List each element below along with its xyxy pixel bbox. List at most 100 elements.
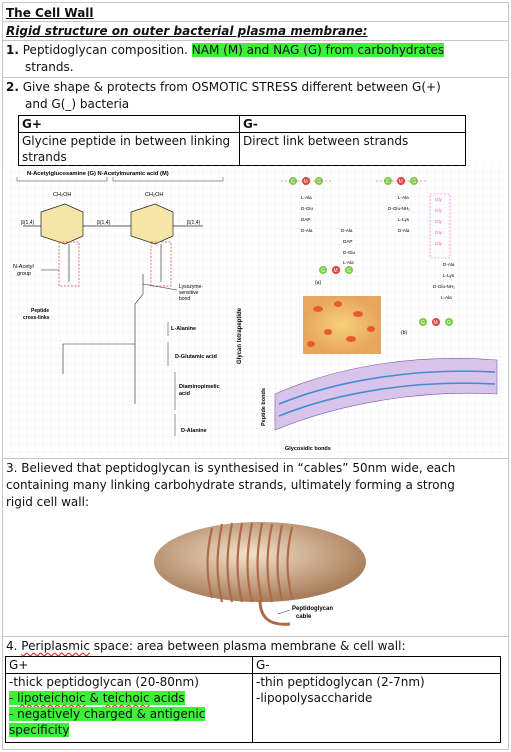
svg-text:G: G (317, 179, 321, 185)
cable-coils (206, 522, 294, 603)
peptidoglycan-cable-diagram: Peptidoglycan cable (154, 522, 366, 626)
chain-a-ala-l: L-Ala (301, 195, 312, 200)
row-divider (2, 77, 509, 78)
gm-chain-a: G M G (281, 177, 331, 185)
chain-c-ala-l: L-Ala (343, 260, 354, 265)
chain-b-glu-nh2: D-Glu-NH₂ (388, 206, 410, 211)
chain-a-ala-d: D-Ala (301, 228, 313, 233)
peptide-bonds-label: Peptide bonds (261, 388, 267, 426)
table2-gpos-line1: -thick peptidoglycan (20-80nm) (9, 675, 199, 689)
gly-2: Gly (435, 208, 443, 213)
table2-header-gneg: G- (252, 656, 501, 674)
table1-cell-gpos: Glycine peptide in between linking stran… (18, 132, 240, 166)
b14-mid: β(1,4) (97, 220, 110, 226)
table2-gneg-line1: -thin peptidoglycan (2-7nm) (256, 675, 425, 689)
table2-cell-gpos: -thick peptidoglycan (20-80nm) - lipotei… (5, 673, 253, 743)
glycan-tetrapeptide-label: Glycan tetrapeptide (237, 307, 243, 364)
svg-text:G: G (421, 320, 425, 326)
peptidoglycan-diagram: N-Acetylglucosamine (G) N-Acetylmuramic … (4, 165, 506, 453)
chain-c-glu-d: D-Glu (343, 250, 355, 255)
point-2-number: 2. (6, 80, 19, 94)
nag-ch2oh: CH₂OH (53, 192, 71, 198)
nam-ch2oh: CH₂OH (145, 192, 163, 198)
chain-b-lys-l: L-Lys (398, 217, 410, 222)
peptidoglycan-sheet (274, 358, 498, 431)
label-a: (a) (315, 280, 321, 286)
point-4-periplasmic: Periplasmic (21, 639, 90, 653)
cable-pointer (277, 609, 291, 615)
cable-label-l1: Peptidoglycan (292, 606, 333, 612)
point-1: 1. Peptidoglycan composition. NAM (M) an… (6, 42, 501, 76)
svg-text:G: G (412, 179, 416, 185)
label-b: (b) (401, 330, 407, 336)
table1-cell-gneg: Direct link between strands (239, 132, 466, 166)
table2-header-gpos: G+ (5, 656, 253, 674)
gm-chain-d: G M G (419, 318, 453, 326)
b14-right: β(1,4) (187, 220, 200, 226)
l-alanine-label: L-Alanine (171, 326, 196, 332)
cross-link-chain (62, 343, 135, 374)
point-1-highlight: NAM (M) and NAG (G) from carbohydrates (191, 43, 445, 57)
gram-table-1: G+ G- Glycine peptide in between linking… (18, 115, 466, 166)
row-divider (2, 636, 509, 637)
gly-5: Gly (435, 241, 443, 246)
lysozyme-label-l2: sensitive (179, 290, 199, 296)
b14-left: β(1,4) (21, 220, 34, 226)
svg-text:G: G (386, 179, 390, 185)
chain-c-dap: DAP (343, 239, 352, 244)
lysozyme-label-l3: bond (179, 296, 190, 302)
point-3-line1: 3. Believed that peptidoglycan is synthe… (6, 461, 456, 475)
point-1-cont: strands. (25, 60, 74, 74)
sheet-strands (278, 370, 496, 417)
nacetyl-label-l2: group (17, 271, 31, 277)
nam-ring (130, 203, 174, 245)
table1-gpos-line2: strands (22, 150, 67, 164)
point-1-text: Peptidoglycan composition. (22, 43, 188, 57)
nacetyl-box-2 (150, 241, 172, 287)
gm-chain-b: G M G (376, 177, 426, 185)
point-3-line3: rigid cell wall: (6, 495, 89, 509)
peptide-label-l1: Peptide (31, 308, 49, 314)
cable-loose-end (258, 599, 291, 626)
point-3: 3. Believed that peptidoglycan is synthe… (6, 460, 501, 511)
diaminopimelic-label-l2: acid (179, 391, 190, 397)
chain-d-ala-d: D-Ala (443, 262, 455, 267)
d-glutamic-label: D-Glutamic acid (175, 354, 217, 360)
diagram-header: N-Acetylglucosamine (G) N-Acetylmuramic … (27, 171, 169, 177)
table2-gneg-line2: -lipopolysaccharide (256, 691, 373, 705)
lysozyme-label-l1: Lysozyme- (179, 284, 203, 290)
peptide-label-l2: cross-links (23, 315, 50, 321)
table2-gpos-line3: - negatively charged & antigenic (9, 707, 206, 721)
chain-a-glu-d: D-Glu (301, 206, 313, 211)
chain-d-glu-nh2: D-Glu-NH₂ (433, 284, 455, 289)
chain-c-ala-d: D-Ala (341, 228, 353, 233)
header-brackets (16, 177, 224, 182)
point-1-number: 1. (6, 43, 19, 57)
row-divider (2, 21, 509, 22)
table2-gpos-line4: specificity (9, 723, 70, 737)
point-2-line1: Give shape & protects from OSMOTIC STRES… (22, 80, 441, 94)
chain-d-lys-l: L-Lys (443, 273, 455, 278)
cell-body (154, 522, 366, 602)
point-2: 2. Give shape & protects from OSMOTIC ST… (6, 79, 501, 113)
svg-text:M: M (304, 179, 308, 185)
svg-text:M: M (434, 320, 438, 326)
gly-1: Gly (435, 197, 443, 202)
chain-b-ala-d: D-Ala (398, 228, 410, 233)
cable-label-l2: cable (296, 614, 312, 620)
table2-gpos-line2: - lipoteichoic & teichoic acids (9, 691, 185, 705)
svg-text:G: G (291, 179, 295, 185)
nacetyl-box-1 (58, 241, 80, 287)
micrograph-cells (307, 301, 375, 347)
gram-table-2: G+ G- -thick peptidoglycan (20-80nm) - l… (5, 656, 501, 743)
nag-ring (40, 203, 84, 245)
section-subtitle: Rigid structure on outer bacterial plasm… (6, 24, 368, 38)
page-title: The Cell Wall (6, 6, 94, 20)
svg-text:G: G (347, 268, 351, 274)
gly-3: Gly (435, 219, 443, 224)
chain-b-ala-l: L-Ala (398, 195, 409, 200)
diaminopimelic-label-l1: Diaminopimelic (179, 384, 220, 390)
nacetyl-label-l1: N-Acetyl (13, 264, 34, 270)
